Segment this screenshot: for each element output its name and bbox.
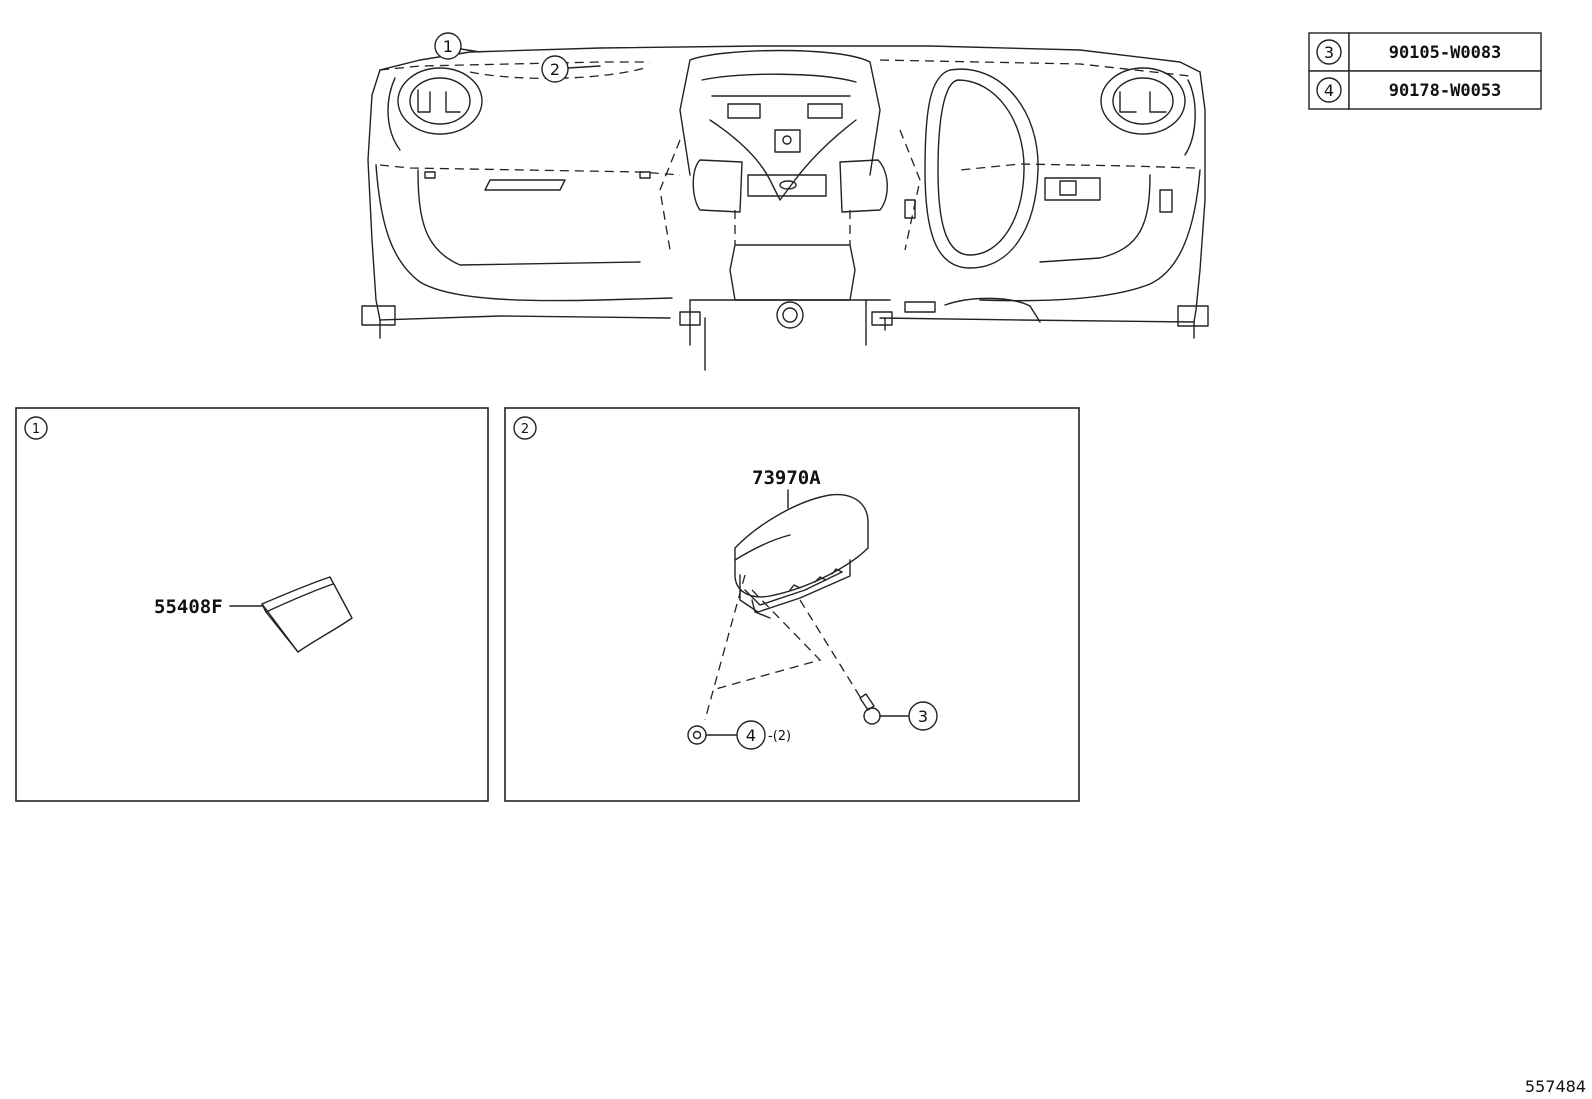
- nut-quantity: -(2): [768, 729, 791, 744]
- callout-2-text: 2: [550, 60, 560, 79]
- panel-2-ref: 2: [521, 422, 529, 437]
- callout-4-text: 4: [746, 726, 756, 745]
- part-label-55408f: 55408F: [154, 596, 223, 618]
- callout-1-text: 1: [443, 37, 453, 56]
- callout-2-top: 2: [541, 55, 601, 83]
- detail-panel-2: 2 73970A 3 4 -(2): [504, 407, 1080, 802]
- parts-table: 3 90105-W0083 4 90178-W0053: [1308, 32, 1542, 110]
- callout-3-text: 3: [918, 707, 928, 726]
- parts-table-ref-1: 4: [1324, 81, 1334, 100]
- panel-1-ref: 1: [32, 422, 40, 437]
- parts-table-part-0: 90105-W0083: [1389, 43, 1502, 63]
- parts-table-part-1: 90178-W0053: [1389, 81, 1502, 101]
- figure-id: 557484: [1525, 1077, 1586, 1096]
- dashboard-assembly-drawing: [361, 45, 1209, 371]
- detail-panel-1: 1 55408F: [15, 407, 489, 802]
- part-label-73970a: 73970A: [752, 467, 821, 489]
- callout-1-top: 1: [434, 32, 481, 60]
- parts-table-ref-0: 3: [1324, 43, 1334, 62]
